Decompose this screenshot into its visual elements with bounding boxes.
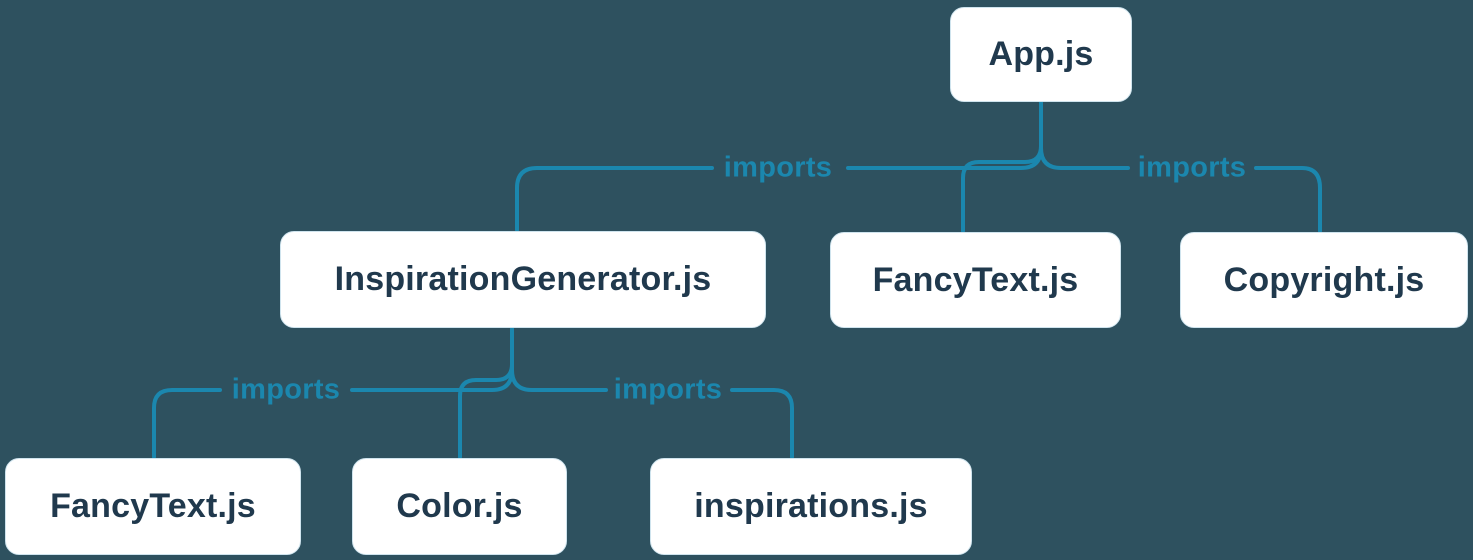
edge-segment [350,327,514,392]
edge-segment [458,327,514,459]
node-fancy-text-js-top: FancyText.js [830,232,1121,328]
node-label: FancyText.js [872,260,1079,299]
edge-segment [1254,166,1322,233]
node-fancy-text-js-bottom: FancyText.js [5,458,301,555]
node-copyright-js: Copyright.js [1180,232,1468,328]
edge-label-imports: imports [613,373,723,406]
node-label: Copyright.js [1223,260,1425,299]
edge-label-imports: imports [1137,151,1247,184]
edge-inspiration-generator-to-color [458,327,514,459]
node-label: App.js [988,35,1094,73]
edge-label-imports: imports [231,373,341,406]
node-inspirations-js: inspirations.js [650,458,972,555]
edge-label-imports: imports [723,151,833,184]
node-label: InspirationGenerator.js [334,260,712,298]
node-color-js: Color.js [352,458,567,555]
node-label: FancyText.js [50,487,256,525]
node-label: inspirations.js [694,487,928,525]
edge-segment [515,166,714,232]
edge-segment [961,100,1043,233]
edge-segment [510,327,608,392]
edge-app-to-fancy-text [961,100,1043,233]
node-app-js: App.js [950,7,1132,102]
node-inspiration-generator-js: InspirationGenerator.js [280,231,766,328]
edge-segment [846,100,1043,170]
node-label: Color.js [396,487,523,525]
edge-segment [730,388,794,459]
edge-segment [1039,100,1130,170]
edge-segment [152,388,222,459]
